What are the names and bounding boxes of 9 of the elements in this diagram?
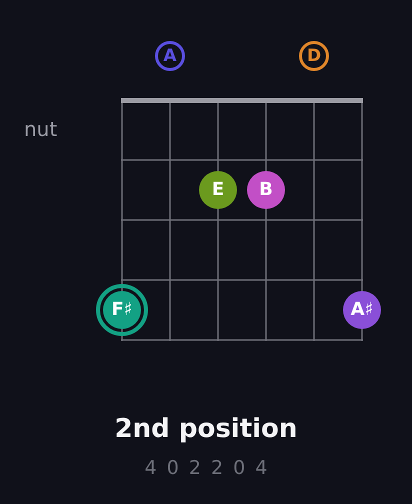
- fret-numbers: 4 0 2 2 0 4: [144, 456, 270, 480]
- open-string-marker: A: [155, 41, 185, 71]
- open-string-marker: D: [299, 41, 329, 71]
- note-dot: E: [199, 171, 237, 209]
- note-dot: B: [247, 171, 285, 209]
- root-note-dot: F♯: [96, 284, 148, 336]
- position-title: 2nd position: [114, 413, 298, 446]
- nut-label: nut: [24, 117, 58, 141]
- note-dot: A♯: [343, 291, 381, 329]
